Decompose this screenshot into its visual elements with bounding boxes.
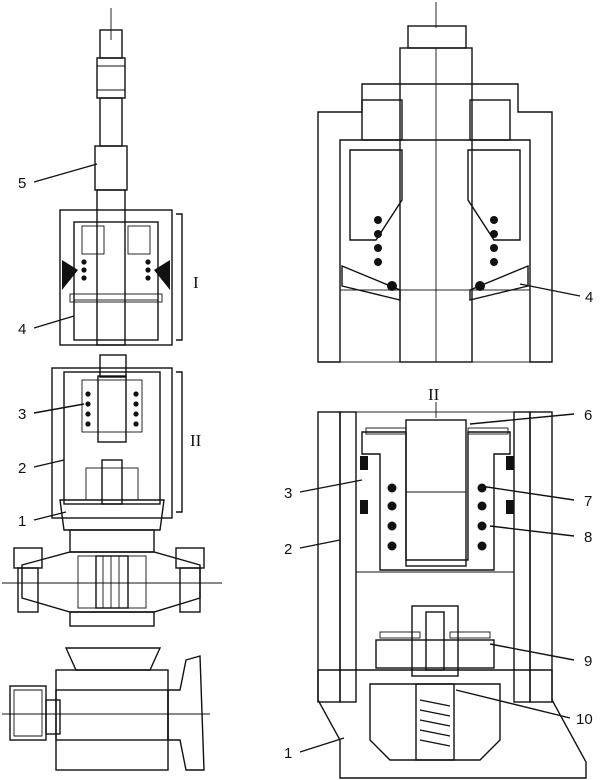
label-r6: 6 [584, 407, 592, 424]
upper-section-detail: 4 [317, 2, 593, 363]
label-r7: 7 [584, 493, 592, 510]
mount-pin-detail [2, 647, 210, 771]
group-label-2: II [190, 431, 202, 450]
leader-r2 [299, 539, 341, 549]
leader-r3 [299, 479, 363, 493]
label-5: 5 [18, 175, 26, 192]
label-1: 1 [18, 513, 26, 530]
rod-cap [407, 25, 467, 49]
label-3: 3 [18, 406, 26, 423]
leader-r10 [455, 689, 571, 719]
label-4: 4 [18, 321, 26, 338]
label-r3: 3 [284, 485, 292, 502]
label-r8: 8 [584, 529, 592, 546]
leader-r6 [469, 413, 575, 425]
leader-r9 [489, 643, 575, 661]
piston-rod-inner [96, 189, 126, 346]
leader-r8 [489, 525, 575, 537]
left-assembly: 5 4 3 2 1 I II [2, 8, 222, 771]
label-r9: 9 [584, 653, 592, 670]
rod-thread [96, 57, 126, 99]
unit-2-housing [51, 367, 173, 531]
label-2: 2 [18, 460, 26, 477]
group-2-brace [176, 371, 183, 513]
piston-rod [94, 145, 128, 191]
group-1-brace [176, 213, 183, 341]
leader-r4 [519, 283, 581, 297]
leader-r1 [299, 737, 345, 753]
leader-r7 [479, 485, 575, 501]
lower-section-detail: II [284, 385, 593, 779]
leader-2 [33, 459, 65, 468]
label-r4: 4 [585, 289, 593, 306]
rod-segment [99, 97, 123, 147]
leader-4 [33, 315, 75, 329]
label-r2: 2 [284, 541, 292, 558]
label-r10: 10 [576, 711, 593, 728]
label-r1: 1 [284, 745, 292, 762]
piston-bore [405, 419, 467, 567]
bottom-mount [2, 529, 222, 627]
group-label-1: I [193, 273, 199, 292]
leader-3 [33, 403, 85, 414]
rod-connector [99, 354, 127, 378]
leader-1 [33, 511, 67, 521]
leader-5 [33, 163, 98, 183]
section-label-2: II [428, 385, 440, 404]
unit-1-housing [59, 209, 173, 346]
